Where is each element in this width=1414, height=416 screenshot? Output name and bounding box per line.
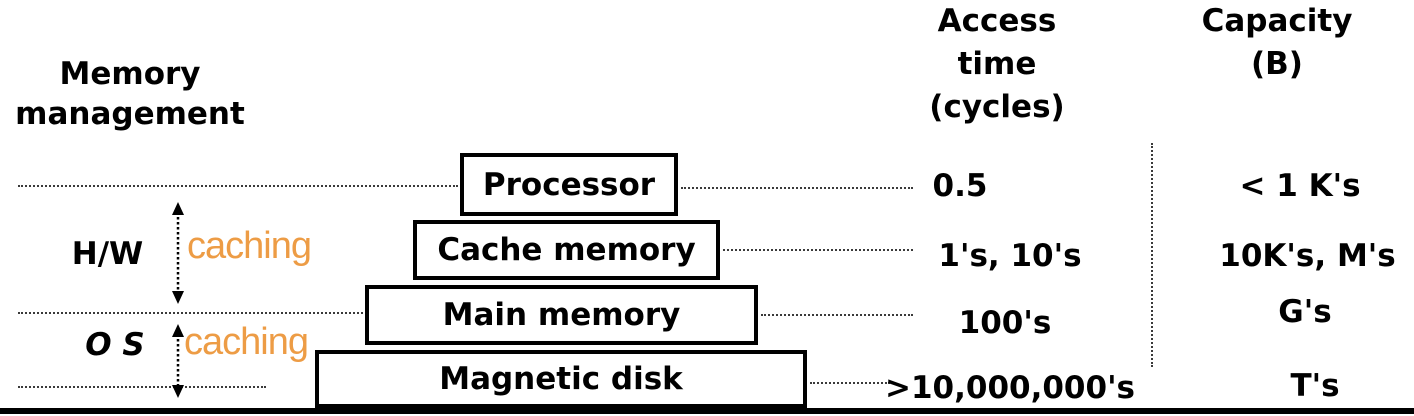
connector-cache	[723, 249, 913, 251]
connector-main-memory	[761, 314, 913, 316]
capacity-cache: 10K's, M's	[1219, 238, 1396, 274]
level-line-top	[18, 185, 458, 187]
memory-management-label: Memory management	[15, 56, 245, 132]
hw-label: H/W	[71, 236, 144, 272]
caching-os-label: caching	[184, 321, 309, 363]
access-time-cache: 1's, 10's	[938, 238, 1082, 274]
level-line-middle	[18, 312, 363, 314]
column-separator-line	[1151, 143, 1153, 367]
magnetic-disk-box: Magnetic disk	[315, 350, 807, 408]
magnetic-disk-box-label: Magnetic disk	[439, 361, 683, 397]
level-line-bottom	[18, 386, 266, 388]
processor-box: Processor	[460, 153, 678, 216]
capacity-main-memory: G's	[1278, 294, 1332, 330]
access-time-magnetic-disk: >10,000,000's	[884, 370, 1136, 406]
main-memory-box: Main memory	[365, 285, 758, 345]
hw-range-arrow-icon	[172, 202, 184, 304]
connector-processor	[681, 187, 913, 189]
connector-magnetic-disk	[810, 382, 890, 384]
access-time-processor: 0.5	[932, 168, 988, 204]
caching-hw-label: caching	[187, 225, 312, 267]
os-range-arrow-icon	[172, 324, 184, 398]
processor-box-label: Processor	[482, 166, 656, 203]
cache-memory-box: Cache memory	[413, 220, 720, 280]
os-label: O S	[85, 327, 145, 363]
access-time-main-memory: 100's	[958, 305, 1052, 341]
main-memory-box-label: Main memory	[442, 297, 681, 333]
access-time-header: Access time (cycles)	[929, 3, 1065, 125]
slide-bottom-border	[0, 408, 1414, 414]
capacity-magnetic-disk: T's	[1290, 368, 1340, 404]
capacity-header: Capacity (B)	[1201, 3, 1353, 82]
cache-memory-box-label: Cache memory	[437, 232, 696, 268]
capacity-processor: < 1 K's	[1239, 168, 1361, 204]
